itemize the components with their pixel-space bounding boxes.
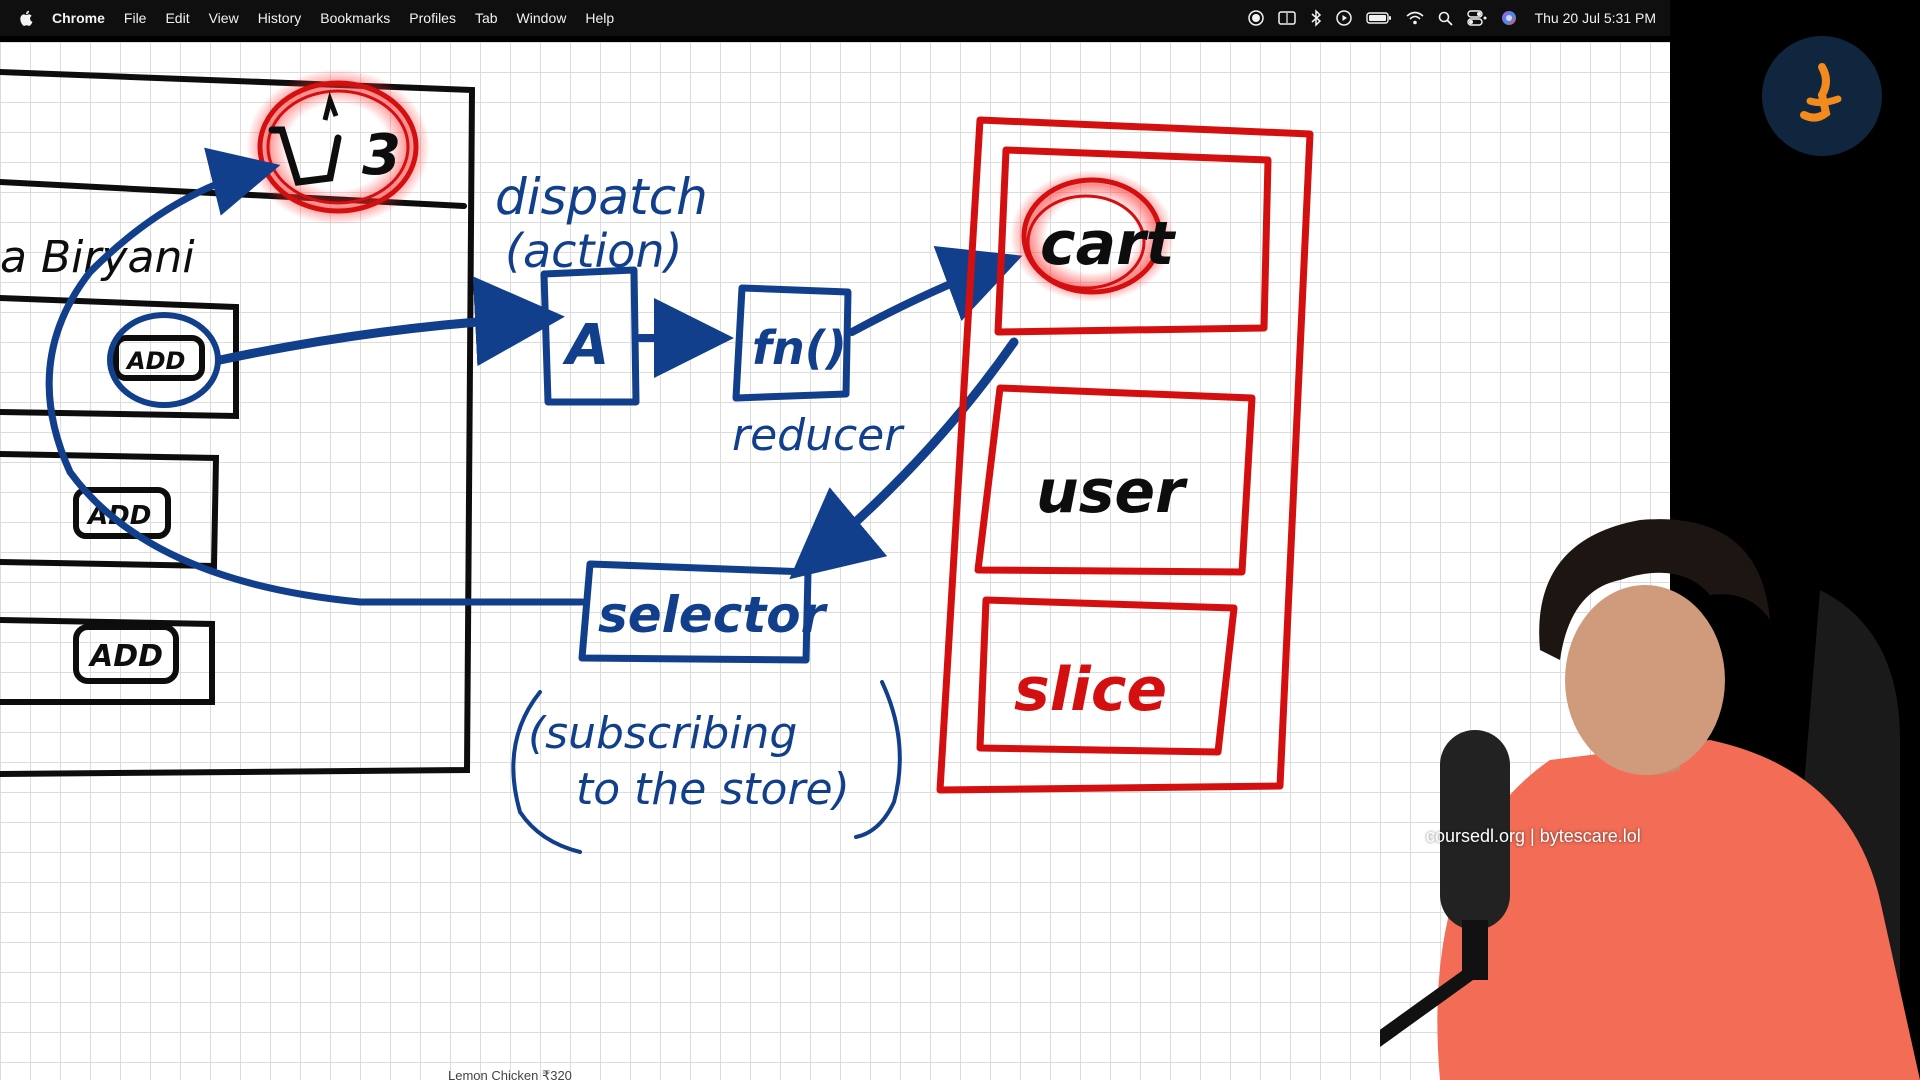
presenter-hair <box>1539 519 1770 660</box>
status-icons: Thu 20 Jul 5:31 PM <box>1247 0 1656 36</box>
menu-app-chrome[interactable]: Chrome <box>52 10 105 26</box>
bluetooth-icon[interactable] <box>1310 9 1322 27</box>
mic-boom-arm <box>1380 964 1480 1048</box>
redux-store <box>936 116 1314 794</box>
store-slice-user: user <box>1036 457 1188 527</box>
keyboard-layout-icon[interactable] <box>1277 10 1296 26</box>
cart-count: 3 <box>362 123 401 188</box>
wifi-icon[interactable] <box>1406 11 1424 25</box>
cart-badge: 3 <box>246 69 430 225</box>
label-action: (action) <box>505 224 683 278</box>
presenter-face <box>1565 585 1725 775</box>
store-slice-label: slice <box>1014 655 1167 725</box>
menu-tab[interactable]: Tab <box>474 10 498 26</box>
store-slice-cart: cart <box>1040 209 1177 279</box>
control-center-icon[interactable] <box>1466 10 1487 26</box>
menubar-clock[interactable]: Thu 20 Jul 5:31 PM <box>1534 10 1656 26</box>
label-fn: fn() <box>752 321 847 375</box>
menu-file[interactable]: File <box>123 10 147 26</box>
menu-help[interactable]: Help <box>585 10 615 26</box>
battery-icon[interactable] <box>1365 11 1392 25</box>
label-subscribing: (subscribing <box>528 708 797 759</box>
label-dispatch: dispatch <box>495 168 708 226</box>
logo-mark-icon <box>1800 63 1842 122</box>
menu-window[interactable]: Window <box>516 10 567 26</box>
search-icon[interactable] <box>1438 11 1453 26</box>
menu-profiles[interactable]: Profiles <box>409 10 456 26</box>
apple-menu-icon[interactable] <box>18 9 36 27</box>
watermark-text: coursedl.org | bytescare.lol <box>1426 826 1641 846</box>
presenter-webcam <box>1380 519 1920 1080</box>
menu-view[interactable]: View <box>208 10 239 26</box>
record-icon[interactable] <box>1247 10 1264 26</box>
menu-bookmarks[interactable]: Bookmarks <box>320 10 391 26</box>
siri-icon[interactable] <box>1501 10 1517 26</box>
add-button-label-1: ADD <box>125 347 185 375</box>
microphone <box>1440 730 1510 930</box>
redux-flow-sketch: ADD ADD ADD a Biryani 3 <box>0 69 1314 854</box>
label-reducer: reducer <box>732 410 905 461</box>
footer-caption: Lemon Chicken ₹320 <box>448 1068 572 1080</box>
add-button-label-3: ADD <box>88 639 163 674</box>
whiteboard-canvas[interactable]: ADD ADD ADD a Biryani 3 <box>0 42 1670 1080</box>
item-label-biryani: a Biryani <box>0 232 195 283</box>
menu-history[interactable]: History <box>257 10 302 26</box>
dataflow-sketch <box>45 147 1023 854</box>
label-selector: selector <box>598 586 829 644</box>
presenter-shirt <box>1437 740 1920 1080</box>
label-a-action: A <box>562 313 609 378</box>
menu-edit[interactable]: Edit <box>165 10 190 26</box>
menu-bar: Chrome File Edit View History Bookmarks … <box>0 0 1670 36</box>
label-to-the-store: to the store) <box>576 764 850 815</box>
channel-logo <box>1762 36 1882 156</box>
play-icon[interactable] <box>1335 10 1352 26</box>
